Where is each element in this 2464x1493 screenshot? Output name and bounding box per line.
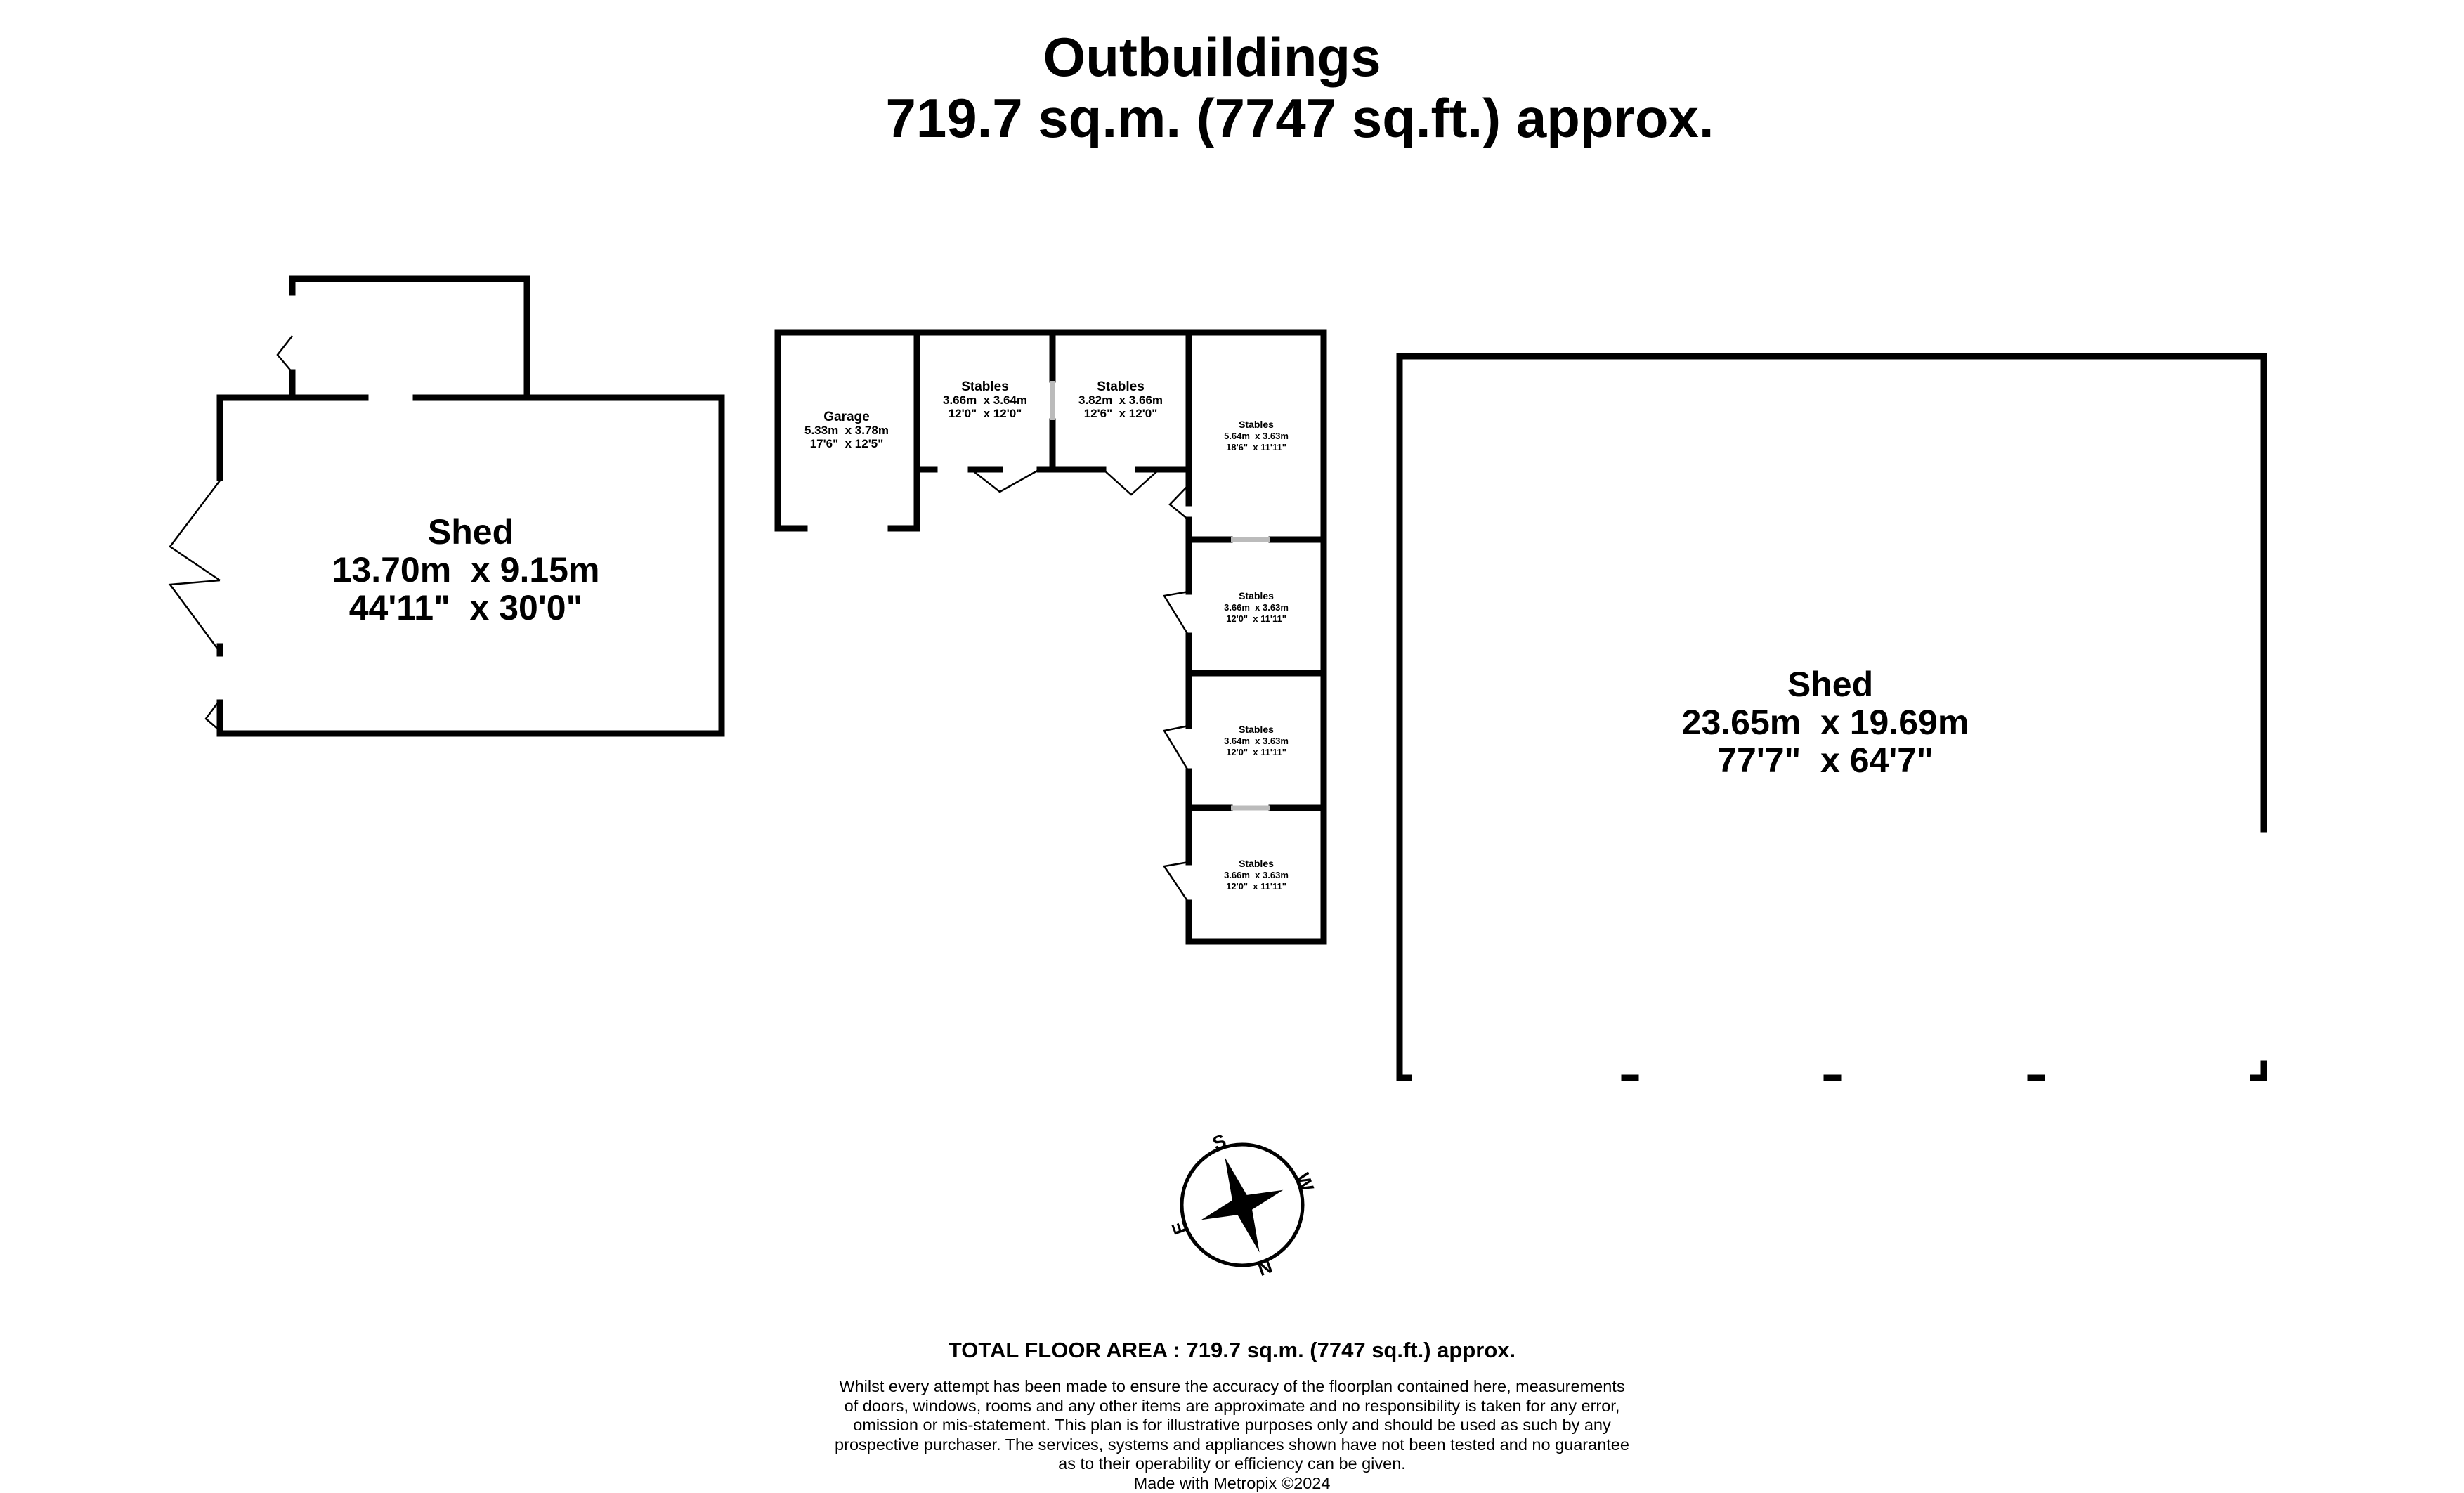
room-dimensions-metric: 3.64m x 3.63m: [1224, 736, 1289, 746]
disclaimer-line: Whilst every attempt has been made to en…: [0, 1377, 2464, 1397]
room-dimensions-metric: 3.66m x 3.63m: [1224, 602, 1289, 613]
stable-block: Garage 5.33m x 3.78m 17'6" x 12'5" Stabl…: [778, 332, 1324, 941]
bifold-door: [170, 580, 220, 652]
room-garage: Garage 5.33m x 3.78m 17'6" x 12'5": [804, 410, 889, 450]
disclaimer-line: of doors, windows, rooms and any other i…: [0, 1397, 2464, 1416]
disclaimer: Whilst every attempt has been made to en…: [0, 1377, 2464, 1493]
room-stables-1: Stables 3.66m x 3.64m 12'0" x 12'0": [943, 379, 1027, 420]
room-name: Garage: [823, 410, 869, 424]
room-dimensions-imperial: 12'6" x 12'0": [1084, 407, 1158, 420]
room-name: Stables: [961, 379, 1009, 394]
room-stables-4: Stables 3.66m x 3.63m 12'0" x 11'11": [1224, 590, 1289, 624]
room-dimensions-metric: 13.70m x 9.15m: [332, 550, 600, 589]
room-name: Stables: [1239, 858, 1274, 869]
room-dimensions-metric: 5.33m x 3.78m: [804, 424, 889, 437]
room-dimensions-imperial: 17'6" x 12'5": [810, 437, 884, 450]
room-stables-3: Stables 5.64m x 3.63m 18'6" x 11'11": [1224, 419, 1289, 452]
door-swing: [1164, 592, 1189, 636]
compass-rose: S N W E: [1143, 1106, 1341, 1304]
room-name: Shed: [1787, 665, 1873, 704]
room-dimensions-metric: 5.64m x 3.63m: [1224, 431, 1289, 441]
room-stables-2: Stables 3.82m x 3.66m 12'6" x 12'0": [1078, 379, 1163, 420]
door-swing: [971, 469, 1040, 492]
shed-right: Shed 23.65m x 19.69m 77'7" x 64'7": [1400, 356, 2264, 1078]
room-stables-5: Stables 3.64m x 3.63m 12'0" x 11'11": [1224, 724, 1289, 757]
room-dimensions-metric: 3.66m x 3.64m: [943, 393, 1027, 407]
room-dimensions-imperial: 12'0" x 11'11": [1226, 747, 1286, 757]
room-name: Stables: [1097, 379, 1145, 394]
room-name: Stables: [1239, 419, 1274, 430]
room-name: Shed: [428, 512, 514, 552]
room-dimensions-imperial: 12'0" x 11'11": [1226, 613, 1286, 624]
door-swing: [1103, 469, 1159, 495]
door-swing: [1164, 726, 1189, 771]
room-name: Stables: [1239, 590, 1274, 601]
disclaimer-line: prospective purchaser. The services, sys…: [0, 1435, 2464, 1455]
bifold-door: [170, 481, 220, 580]
total-area-heading: 719.7 sq.m. (7747 sq.ft.) approx.: [885, 87, 1714, 149]
room-dimensions-imperial: 12'0" x 12'0": [949, 407, 1022, 420]
room-dimensions-imperial: 18'6" x 11'11": [1226, 442, 1286, 452]
door-swing: [278, 336, 292, 372]
room-dimensions-metric: 3.66m x 3.63m: [1224, 870, 1289, 880]
shed-left: Shed 13.70m x 9.15m 44'11" x 30'0": [170, 279, 722, 734]
room-dimensions-imperial: 44'11" x 30'0": [349, 588, 583, 627]
door-swing: [1164, 862, 1189, 903]
room-dimensions-imperial: 12'0" x 11'11": [1226, 881, 1286, 892]
room-dimensions-imperial: 77'7" x 64'7": [1717, 741, 1934, 780]
credit: Made with Metropix ©2024: [0, 1474, 2464, 1493]
room-dimensions-metric: 3.82m x 3.66m: [1078, 393, 1163, 407]
room-dimensions-metric: 23.65m x 19.69m: [1682, 703, 1969, 742]
page-title: Outbuildings: [1043, 26, 1381, 88]
room-name: Stables: [1239, 724, 1274, 735]
total-floor-area: TOTAL FLOOR AREA : 719.7 sq.m. (7747 sq.…: [0, 1338, 2464, 1363]
disclaimer-line: omission or mis-statement. This plan is …: [0, 1416, 2464, 1435]
disclaimer-line: as to their operability or efficiency ca…: [0, 1454, 2464, 1474]
room-stables-6: Stables 3.66m x 3.63m 12'0" x 11'11": [1224, 858, 1289, 892]
